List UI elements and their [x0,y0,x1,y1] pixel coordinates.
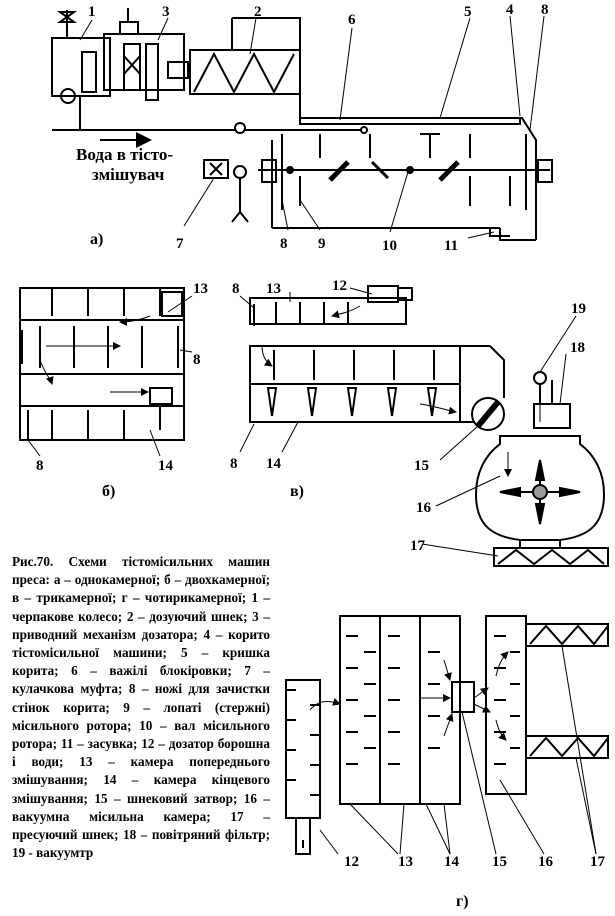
g-press-screw-top [525,623,609,647]
drive-gear [123,43,141,91]
dosing-screw-tube [189,49,301,95]
label-g-17: 17 [590,854,606,870]
caption-text: Схеми тістомісильних машин преса: а – од… [12,554,270,861]
g-chamber-3 [379,615,421,805]
label-v-19: 19 [571,301,586,317]
label-g-12: 12 [344,854,359,870]
g-chamber-5 [485,615,527,795]
label-b-14: 14 [158,458,174,474]
label-7: 7 [176,236,184,252]
final-chamber [249,383,461,423]
label-v-17: 17 [410,538,426,554]
bearing [167,61,189,79]
label-v-18: 18 [570,340,585,356]
g-press-screw-bottom [525,735,609,759]
drive-shaft [145,43,159,101]
g-chamber-4 [419,615,461,805]
label-v-12: 12 [332,278,347,294]
label-b-13: 13 [193,281,208,297]
label-v-16: 16 [416,500,432,516]
air-filter [533,403,571,429]
water-valve-icon [56,10,78,30]
scheme-b [19,287,193,457]
bucket-wheel-icon [60,88,76,104]
trough [299,88,537,240]
label-4: 4 [506,2,514,18]
label-11: 11 [444,238,458,254]
label-10: 10 [382,238,397,254]
screw-gate [471,397,505,431]
vacuum-gauge-icon [533,371,547,385]
label-5: 5 [464,4,472,20]
bearing-right [537,159,553,183]
scheme-v [239,285,609,567]
bucket-wheel [81,51,97,93]
label-v-8-top: 8 [232,281,240,297]
part-label-v: в) [290,483,304,500]
flour-hopper [232,17,301,50]
label-g-15: 15 [492,854,507,870]
label-b-8-right: 8 [193,352,201,368]
two-chamber-body [19,287,185,441]
g-chamber-2 [339,615,381,805]
cam-clutch [203,159,229,179]
figure-caption: Рис.70. Схеми тістомісильних машин преса… [12,553,270,862]
doser-12 [367,285,399,303]
bearing-left [261,159,277,183]
scheme-g [285,615,609,855]
label-8-top: 8 [541,2,549,18]
gate [489,228,510,237]
water-label-line1: Вода в тісто- [76,145,173,164]
part-label-g: г) [456,893,469,910]
trough-lid [299,117,521,125]
scheme-a [51,8,553,241]
water-label-line2: змішувач [92,165,165,184]
label-9: 9 [318,236,326,252]
label-b-8-left: 8 [36,458,44,474]
label-2: 2 [254,4,262,20]
label-g-14: 14 [444,854,460,870]
label-g-13: 13 [398,854,413,870]
part-label-b: б) [102,483,115,500]
dosing-screw [193,51,295,95]
label-v-15: 15 [414,458,429,474]
label-8-bottom: 8 [280,236,288,252]
part-label-a: а) [90,231,103,248]
pre-mix-chamber [249,297,407,325]
drive-top-coupling [119,21,139,35]
label-v-8-bottom: 8 [230,456,238,472]
label-g-16: 16 [538,854,554,870]
label-v-13: 13 [266,281,281,297]
press-screw [493,547,609,567]
label-1: 1 [88,4,96,20]
label-3: 3 [162,4,170,20]
label-v-14: 14 [266,456,282,472]
g-doser-12 [295,817,311,855]
label-6: 6 [348,12,356,28]
g-screw-gate [451,681,475,713]
figure-number: Рис.70. [12,554,54,569]
